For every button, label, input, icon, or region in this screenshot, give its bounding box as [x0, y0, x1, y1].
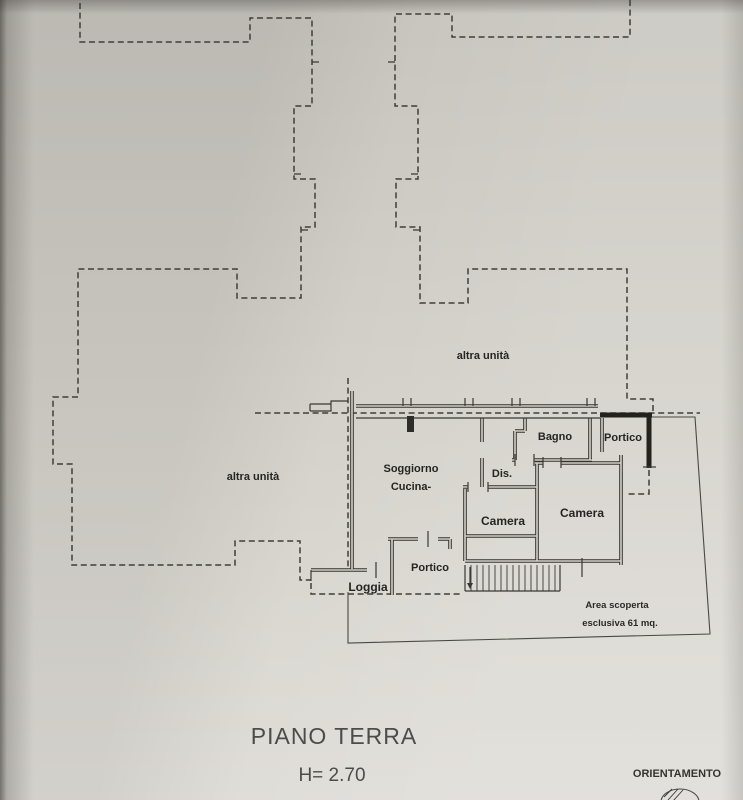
area-scoperta-boundary — [347, 416, 711, 644]
area-scoperta-label-line1: Area scoperta — [585, 600, 649, 611]
orientation-compass-icon — [660, 788, 700, 800]
room-label-loggia: Loggia — [348, 580, 388, 594]
captions: PIANO TERRA H= 2.70 ORIENTAMENTO — [251, 723, 722, 786]
orientation-label: ORIENTAMENTO — [633, 768, 722, 780]
apartment-walls — [309, 391, 656, 595]
adjacent-unit-label-top: altra unità — [457, 350, 510, 362]
room-label-camera-large: Camera — [560, 506, 604, 520]
room-label-soggiorno: Soggiorno — [384, 463, 439, 475]
room-label-cucina: Cucina- — [391, 481, 432, 493]
room-label-portico-top: Portico — [604, 432, 642, 444]
plan-labels: altra unità altra unità Soggiorno Cucina… — [227, 350, 658, 629]
adjacent-unit-label-left: altra unità — [227, 471, 280, 483]
adjacent-units-outline — [52, 0, 700, 595]
staircase — [464, 565, 561, 592]
room-label-dis: Dis. — [492, 468, 512, 480]
room-label-portico-bottom: Portico — [411, 562, 449, 574]
room-label-bagno: Bagno — [538, 431, 573, 443]
height-annotation: H= 2.70 — [298, 765, 365, 786]
area-scoperta-label-line2: esclusiva 61 mq. — [582, 618, 658, 629]
room-label-camera-small: Camera — [481, 514, 525, 528]
floor-title: PIANO TERRA — [251, 723, 418, 749]
